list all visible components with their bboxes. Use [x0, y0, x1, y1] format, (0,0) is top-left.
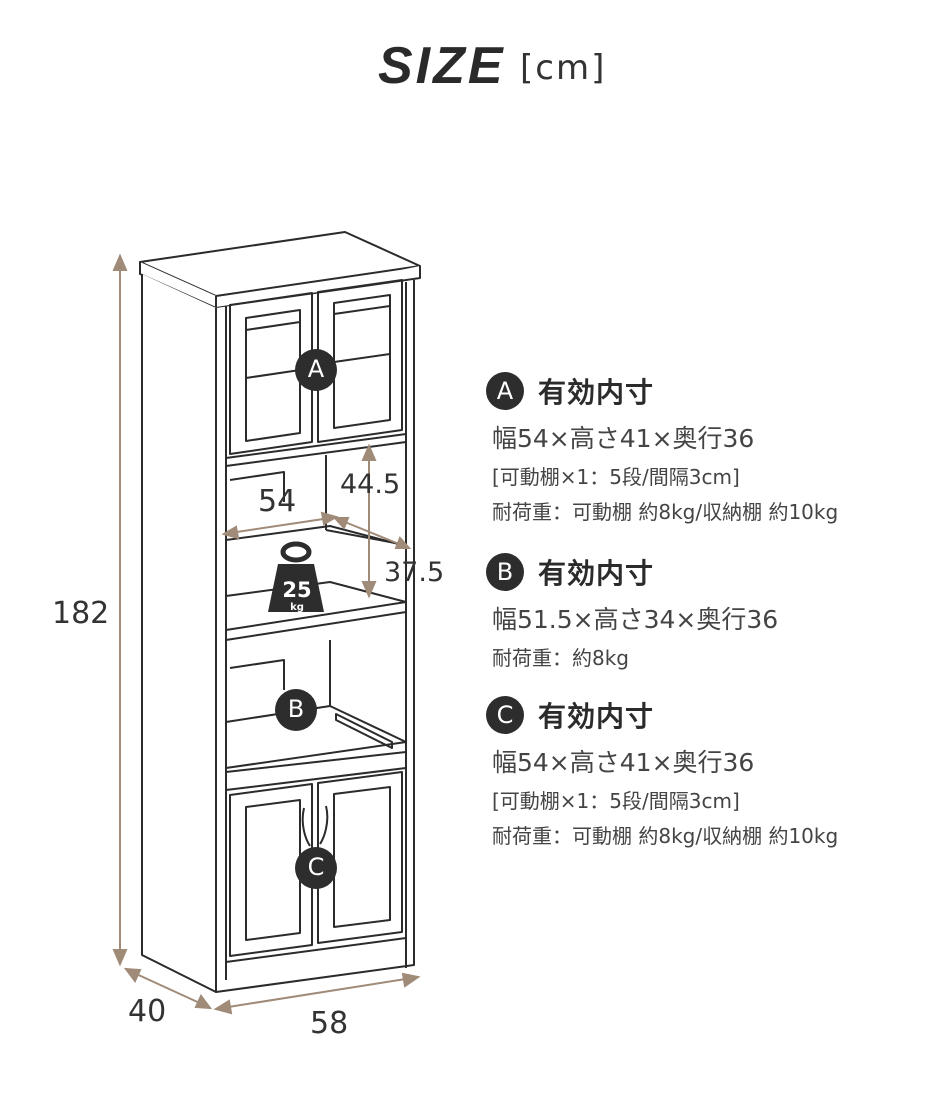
marker-b — [275, 689, 317, 731]
spec-b-badge: B — [486, 553, 524, 591]
spec-c-shelf: [可動棚×1：5段/間隔3cm] — [492, 789, 740, 813]
spec-b-title: 有効内寸 — [538, 557, 655, 590]
spec-a-load: 耐荷重：可動棚 約8kg/収納棚 約10kg — [492, 500, 839, 524]
shelf-1 — [225, 525, 407, 547]
spec-a-shelf: [可動棚×1：5段/間隔3cm] — [492, 465, 740, 489]
weight-unit: kg — [290, 602, 304, 613]
upper-door-left — [229, 292, 313, 455]
shelf-height-lower-value: 37.5 — [384, 557, 445, 588]
shelf-height-upper-value: 44.5 — [340, 469, 401, 500]
title-unit: [cm] — [520, 48, 607, 88]
spec-a-size: 幅54×高さ41×奥行36 — [492, 424, 755, 453]
spec-b-load: 耐荷重：約8kg — [492, 646, 630, 670]
side-panel — [141, 274, 217, 993]
width-dimension-line — [221, 977, 413, 1009]
weight-value: 25 — [282, 578, 312, 602]
marker-c — [295, 847, 337, 889]
marker-a — [295, 349, 337, 391]
spec-c-load: 耐荷重：可動棚 約8kg/収納棚 約10kg — [492, 824, 839, 848]
inner-depth-dimension-line — [339, 519, 405, 547]
depth-dimension-line — [131, 971, 205, 1006]
weight-icon — [268, 541, 324, 612]
marker-a-label: A — [307, 355, 325, 383]
spec-c-badge: C — [486, 696, 524, 734]
spec-c: C 有効内寸 幅54×高さ41×奥行36 [可動棚×1：5段/間隔3cm] 耐荷… — [486, 695, 838, 849]
width-value: 58 — [310, 1006, 349, 1041]
lower-door-right — [317, 771, 403, 944]
title-size: SIZE — [378, 37, 506, 95]
height-value: 182 — [52, 596, 110, 631]
spec-b: B 有効内寸 幅51.5×高さ34×奥行36 耐荷重：約8kg — [486, 552, 778, 671]
inner-width-dimension-line — [229, 517, 331, 534]
handle-left — [301, 807, 311, 847]
marker-c-label: C — [307, 853, 325, 881]
upper-door-right — [317, 279, 403, 443]
spec-a-title: 有効内寸 — [538, 376, 655, 409]
inner-width-value: 54 — [258, 484, 297, 519]
marker-b-label: B — [287, 695, 305, 723]
spec-c-title: 有効内寸 — [538, 700, 655, 733]
handle-right — [319, 805, 329, 845]
spec-b-size: 幅51.5×高さ34×奥行36 — [492, 605, 779, 634]
lower-door-left — [229, 783, 313, 957]
spec-a: A 有効内寸 幅54×高さ41×奥行36 [可動棚×1：5段/間隔3cm] 耐荷… — [486, 371, 838, 525]
spec-c-size: 幅54×高さ41×奥行36 — [492, 748, 755, 777]
spec-a-badge: A — [486, 372, 524, 410]
depth-value: 40 — [128, 994, 167, 1029]
